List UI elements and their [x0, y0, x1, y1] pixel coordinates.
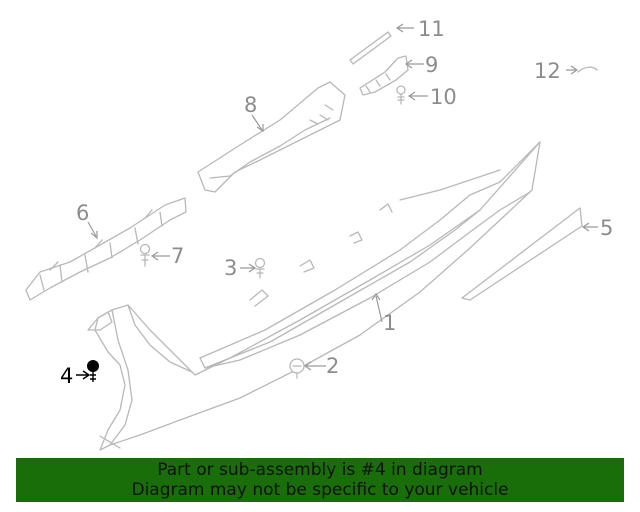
part-5-trim-strip — [461, 207, 583, 301]
part-9-bracket — [359, 55, 409, 96]
callout-5: 5 — [600, 216, 613, 240]
part-7-screw — [139, 243, 151, 267]
callout-10: 10 — [430, 85, 457, 109]
notice-line-1: Part or sub-assembly is #4 in diagram — [157, 460, 483, 480]
callout-2: 2 — [326, 354, 339, 378]
callout-11: 11 — [418, 17, 445, 41]
callout-1: 1 — [383, 311, 396, 335]
notice-line-2: Diagram may not be specific to your vehi… — [131, 480, 509, 500]
callout-12: 12 — [534, 59, 561, 83]
notice-banner: Part or sub-assembly is #4 in diagram Di… — [16, 458, 624, 502]
part-3-screw — [254, 257, 266, 279]
part-1-rocker-panel — [87, 141, 541, 451]
part-11-strip — [349, 31, 392, 65]
callout-7: 7 — [171, 244, 184, 268]
callout-8: 8 — [244, 93, 257, 117]
callout-3: 3 — [224, 256, 237, 280]
part-4-screw-highlighted — [87, 360, 99, 382]
part-6-bracket — [25, 197, 187, 301]
part-8-reinforcement — [197, 81, 346, 193]
part-12-clip — [577, 66, 598, 73]
callout-9: 9 — [425, 53, 438, 77]
leader-lines — [76, 23, 598, 380]
part-10-screw — [396, 85, 406, 105]
part-2-clip — [289, 358, 305, 379]
callout-4-highlighted: 4 — [60, 364, 73, 388]
callout-6: 6 — [76, 201, 89, 225]
